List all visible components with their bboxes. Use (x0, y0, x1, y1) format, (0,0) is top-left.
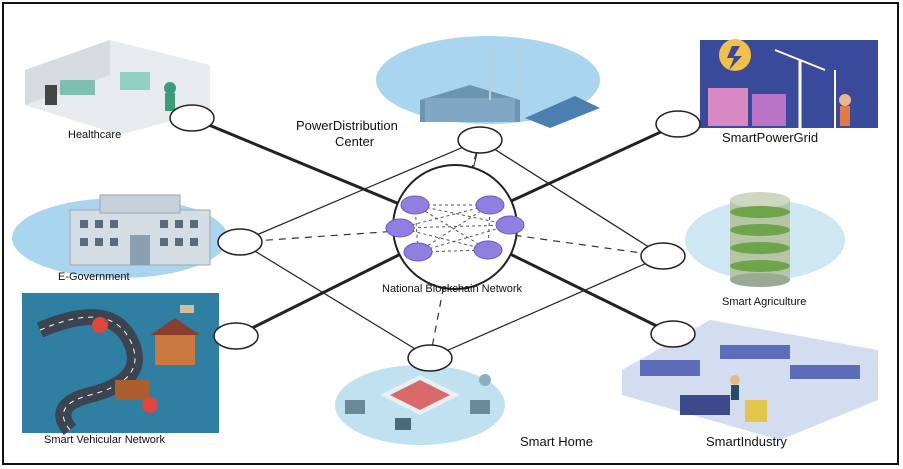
egov-illustration (69, 194, 211, 266)
node-industry (650, 320, 696, 348)
hub-node-2 (475, 195, 505, 215)
label-healthcare: Healthcare (68, 129, 121, 141)
power-center-illustration (420, 45, 600, 128)
label-home: Smart Home (520, 434, 593, 449)
home-illustration (345, 374, 491, 430)
node-egov (217, 228, 263, 256)
healthcare-illustration (25, 40, 210, 135)
node-smart-grid (655, 110, 701, 138)
label-smart-grid: SmartPowerGrid (722, 130, 818, 145)
blockchain-hub (385, 164, 525, 290)
hub-node-3 (385, 218, 415, 238)
label-power-center-1: PowerDistribution (296, 118, 398, 133)
hub-node-6 (473, 240, 503, 260)
network-links (191, 116, 679, 359)
hub-node-4 (495, 215, 525, 235)
agriculture-illustration (730, 192, 790, 287)
node-power-center (457, 126, 503, 154)
label-vehicular: Smart Vehicular Network (44, 434, 166, 446)
label-industry: SmartIndustry (706, 434, 787, 449)
node-agriculture (640, 242, 686, 270)
hub-node-1 (400, 195, 430, 215)
hub-node-5 (403, 242, 433, 262)
label-egov: E-Government (58, 271, 130, 283)
vehicular-illustration (22, 293, 219, 435)
node-home (407, 344, 453, 372)
label-blockchain: National Blockchain Network (382, 283, 523, 295)
power-grid-illustration (700, 39, 878, 128)
node-healthcare (169, 104, 215, 132)
label-agriculture: Smart Agriculture (722, 296, 806, 308)
node-vehicular (213, 322, 259, 350)
label-power-center-2: Center (335, 134, 375, 149)
industry-illustration (622, 320, 878, 440)
